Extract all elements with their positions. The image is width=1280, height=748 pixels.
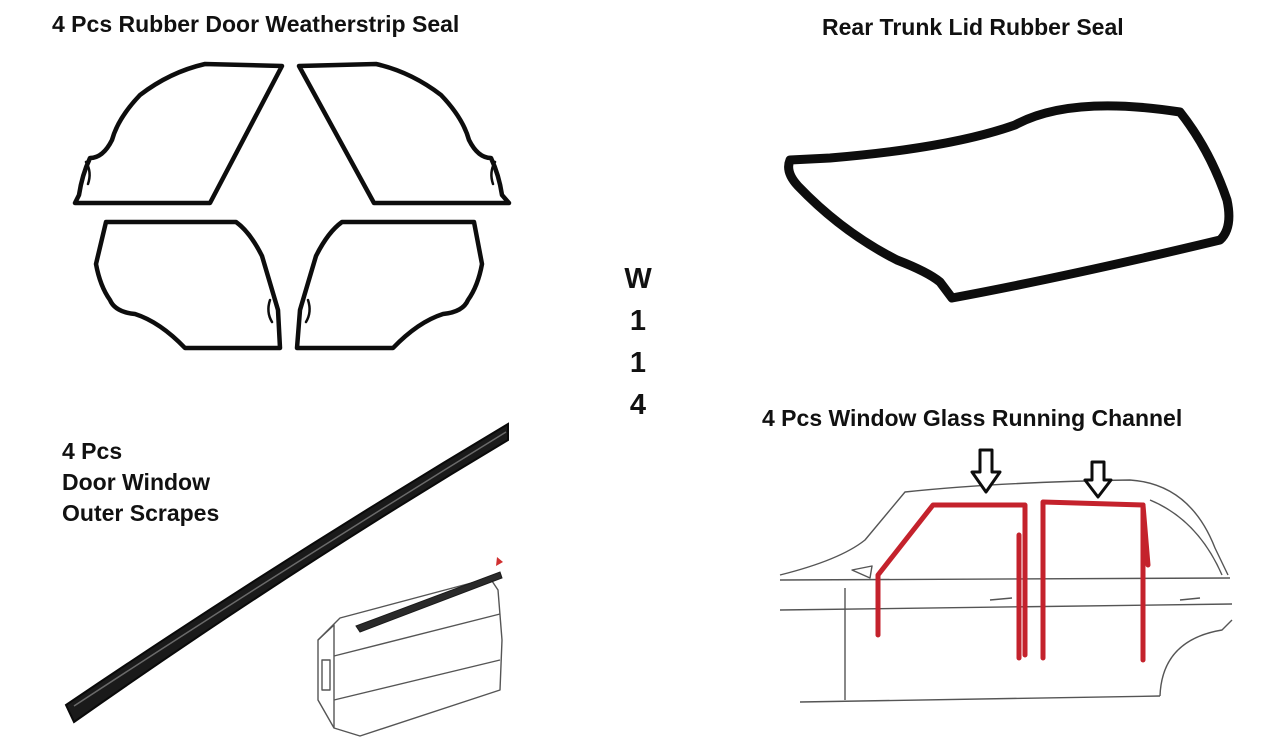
car-side-sketch [779,479,1233,703]
door-sketch [317,557,503,737]
outer-scrapes-title-line-1: 4 Pcs [62,438,123,464]
rear-window-running-channel [1040,499,1151,661]
front-right-door-seal [296,61,512,206]
front-left-door-seal [72,61,285,206]
rear-left-door-seal [93,219,283,351]
trunk-lid-seal [784,101,1234,303]
front-right-door-seal-lock [490,160,497,186]
model-code-char: 1 [629,305,647,337]
door-panel-outline [317,577,503,737]
door-window-scrape [355,571,503,633]
outer-scrapes-title-line-2: Door Window [62,469,210,495]
car-rocker-line [799,695,1161,703]
rear-right-door-seal-lock [304,298,311,324]
front-left-door-seal-lock [84,160,91,186]
rear-left-door-seal-lock [267,298,274,324]
trunk-seal-title: Rear Trunk Lid Rubber Seal [822,14,1124,40]
car-rear-handle [1179,597,1201,601]
door-handle-recess [321,659,331,691]
car-rear-wheel-arch [1159,619,1233,697]
door-seals-title: 4 Pcs Rubber Door Weatherstrip Seal [52,11,460,37]
outer-scrapes-title: 4 Pcs Door Window Outer Scrapes [62,436,219,529]
model-code: W 1 1 4 [622,258,654,426]
car-mirror [851,565,873,579]
arrow-marker-icon [496,557,503,566]
car-roofline [779,479,1229,576]
model-code-char: 4 [629,389,647,421]
model-code-char: 1 [629,347,647,379]
rear-right-door-seal [294,219,485,351]
door-crease-line [333,613,501,657]
model-code-char: W [624,263,652,295]
down-arrow-icon [970,448,1002,494]
car-front-handle [989,597,1013,601]
car-rear-window-frame [1149,499,1223,576]
door-panel-side [317,624,335,728]
door-lower-line [333,659,501,701]
car-body-line [779,603,1233,611]
down-arrow-icon [1083,460,1113,499]
window-channel-title: 4 Pcs Window Glass Running Channel [762,405,1183,431]
outer-scrapes-title-line-3: Outer Scrapes [62,500,220,526]
car-belt-line [779,577,1231,581]
running-channels [875,499,1151,663]
front-window-running-channel [875,502,1028,658]
outer-scrape-strip-highlight [73,431,507,707]
